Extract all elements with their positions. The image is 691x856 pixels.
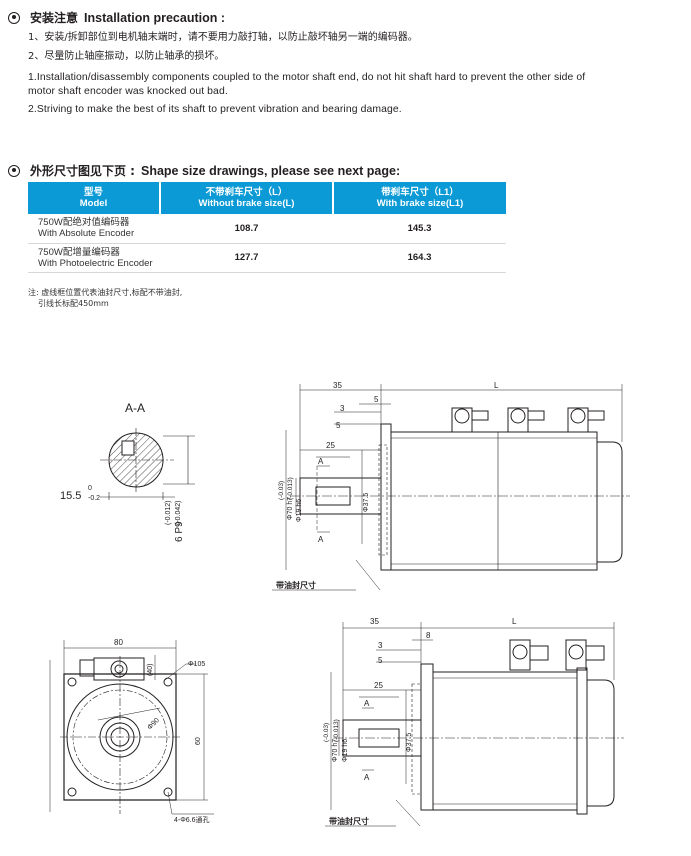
row-without-brake: 127.7 bbox=[160, 243, 333, 273]
section-aa-view bbox=[100, 428, 195, 500]
dim-phi19-tol-top: (-0.013) bbox=[287, 477, 294, 500]
target-bullet-icon bbox=[8, 164, 20, 177]
section-a-top-lower: A bbox=[318, 535, 324, 544]
size-table: 型号 Model 不带刹车尺寸（L） Without brake size(L)… bbox=[28, 182, 506, 273]
row-model: 750W配增量编码器 With Photoelectric Encoder bbox=[28, 243, 160, 273]
dim-phi70-tol-top: (-0.03) bbox=[278, 481, 285, 500]
row-without-brake: 108.7 bbox=[160, 214, 333, 244]
dim-6p9-tol-1: (-0.012) bbox=[165, 500, 172, 525]
shape-size-heading-cn: 外形尺寸图见下页 : bbox=[30, 164, 135, 178]
table-row: 750W配增量编码器 With Photoelectric Encoder 12… bbox=[28, 243, 506, 273]
header-model: 型号 Model bbox=[28, 182, 161, 214]
size-table-header: 型号 Model 不带刹车尺寸（L） Without brake size(L)… bbox=[28, 182, 506, 214]
target-bullet-icon bbox=[8, 11, 20, 24]
header-without-brake: 不带刹车尺寸（L） Without brake size(L) bbox=[160, 182, 334, 214]
oil-seal-label-top: 带油封尺寸 bbox=[276, 580, 316, 590]
dim-phi70-tol-bottom: (-0.03) bbox=[323, 723, 330, 742]
shape-size-heading-en: Shape size drawings, please see next pag… bbox=[140, 163, 401, 178]
dim-8-bottom: 8 bbox=[426, 631, 431, 640]
section-a-top-upper: A bbox=[318, 457, 324, 466]
dim-15-5-tol-upper: 0 bbox=[88, 485, 92, 492]
dim-phi70-top: Φ70 h7 bbox=[287, 497, 294, 520]
side-view-with-oil-seal bbox=[325, 622, 624, 827]
dim-5-top: 5 bbox=[374, 395, 379, 404]
row-with-brake: 164.3 bbox=[333, 243, 506, 273]
dim-25-top: 25 bbox=[326, 441, 335, 450]
dim-phi105: Φ105 bbox=[188, 661, 205, 668]
dim-phi90: Φ90 bbox=[146, 717, 160, 731]
precaution-en-line-2: motor shaft encoder was knocked out bad. bbox=[28, 86, 228, 97]
oil-seal-label-bottom: 带油封尺寸 bbox=[329, 816, 369, 826]
section-aa-label: A-A bbox=[125, 401, 145, 415]
dim-5-inner-top: 5 bbox=[336, 421, 341, 430]
precaution-cn-line-1: 1、安装/拆卸部位到电机轴末端时，请不要用力敲打轴，以防止敲坏轴另一端的编码器。 bbox=[28, 32, 418, 43]
dim-35-bottom: 35 bbox=[370, 617, 379, 626]
dim-l-top: L bbox=[494, 381, 499, 390]
dim-6p9-tol-2: (-0.042) bbox=[175, 500, 182, 525]
table-note-1: 注: 虚线框位置代表油封尺寸,标配不带油封, bbox=[28, 288, 183, 297]
table-row: 750W配绝对值编码器 With Absolute Encoder 108.7 … bbox=[28, 214, 506, 244]
dim-phi19-tol-bottom: (-0.013) bbox=[333, 719, 340, 742]
precaution-en-line-1: 1.Installation/disassembly components co… bbox=[28, 72, 586, 83]
dim-phi37-5-top: Φ37.5 bbox=[363, 493, 370, 512]
dim-15-5: 15.5 bbox=[60, 490, 81, 502]
precaution-en-line-3: 2.Striving to make the best of its shaft… bbox=[28, 104, 402, 115]
header-with-brake: 带刹车尺寸（L1） With brake size(L1) bbox=[333, 182, 506, 214]
dim-6p9: 6 P9 bbox=[174, 521, 185, 542]
section-a-bottom-lower: A bbox=[364, 773, 370, 782]
row-with-brake: 145.3 bbox=[333, 214, 506, 244]
precaution-heading-en: Installation precaution : bbox=[84, 10, 226, 25]
table-note-2: 引线长标配450mm bbox=[38, 299, 109, 308]
dim-phi70-bottom: Φ70 h7 bbox=[332, 739, 339, 762]
precaution-cn-line-2: 2、尽量防止轴座振动，以防止轴承的损坏。 bbox=[28, 51, 225, 62]
dim-5-bottom: 5 bbox=[378, 656, 383, 665]
dim-15-5-tol-lower: -0.2 bbox=[88, 495, 100, 502]
section-a-bottom-upper: A bbox=[364, 699, 370, 708]
dim-phi19-bottom: Φ19 h6 bbox=[342, 739, 349, 762]
dim-phi37-5-bottom: Φ37.5 bbox=[406, 733, 413, 752]
front-flange-view bbox=[49, 640, 214, 815]
shape-size-heading: 外形尺寸图见下页 : Shape size drawings, please s… bbox=[8, 162, 400, 179]
dim-80: 80 bbox=[114, 638, 123, 647]
dim-holes: 4-Φ6.6通孔 bbox=[174, 815, 210, 824]
dim-3-bottom: 3 bbox=[378, 641, 383, 650]
dim-l-bottom: L bbox=[512, 617, 517, 626]
dim-60: 60 bbox=[195, 737, 202, 745]
row-model: 750W配绝对值编码器 With Absolute Encoder bbox=[28, 214, 160, 244]
dim-25-bottom: 25 bbox=[374, 681, 383, 690]
dim-35-top: 35 bbox=[333, 381, 342, 390]
precaution-heading: 安装注意 Installation precaution : bbox=[8, 9, 225, 26]
precaution-heading-cn: 安装注意 bbox=[30, 11, 79, 25]
side-view-without-oil-seal bbox=[272, 384, 630, 591]
dim-phi19-top: Φ19 h6 bbox=[296, 499, 303, 522]
dim-40: (40) bbox=[147, 664, 154, 676]
dim-3-top: 3 bbox=[340, 404, 345, 413]
